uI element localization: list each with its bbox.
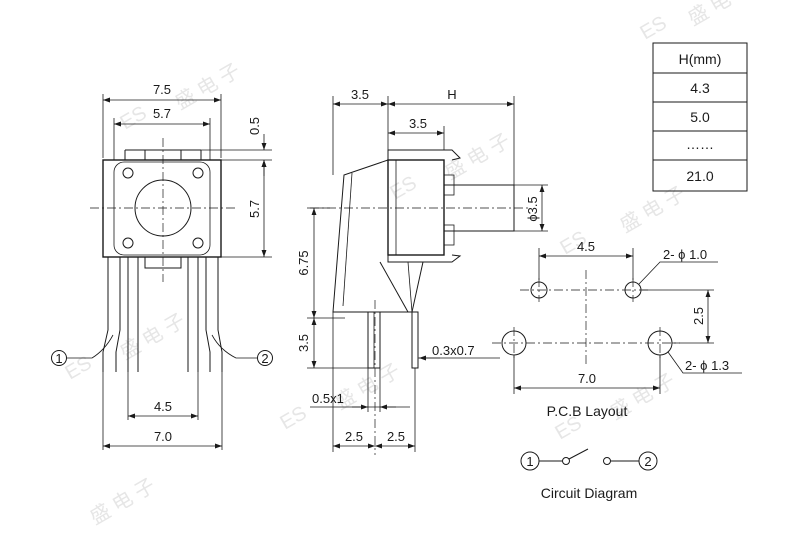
switch-inner-outline bbox=[113, 161, 211, 256]
pin-left-outer bbox=[115, 257, 121, 372]
side-detent bbox=[443, 174, 455, 196]
pin-2-marker bbox=[257, 350, 273, 366]
watermark-cn: 盛 电 子 bbox=[171, 59, 244, 114]
pcb-layout-title: P.C.B Layout bbox=[547, 403, 628, 419]
dim-center-height: 6.75 bbox=[296, 250, 311, 275]
pcb-layout: 4.5 2- ϕ 1.0 2.5 7.0 2- ϕ 1.3 P.C.B Layo… bbox=[492, 239, 742, 419]
side-bracket-edge bbox=[407, 261, 413, 313]
watermark-cn: 盛 电 子 bbox=[684, 0, 757, 30]
pin-1-marker bbox=[51, 350, 67, 366]
table-cell: …… bbox=[686, 136, 714, 152]
pin-2-leader bbox=[211, 334, 257, 359]
circuit-pin-2-marker bbox=[638, 451, 658, 471]
dim-spacing-a: 2.5 bbox=[345, 429, 363, 444]
table-cell: 21.0 bbox=[686, 168, 713, 184]
watermark-cn: 盛 电 子 bbox=[86, 474, 159, 529]
dim-plunger-dia: ϕ3.5 bbox=[525, 196, 540, 221]
side-bracket-edge bbox=[379, 261, 409, 313]
dim-pcb-row-spacing: 2.5 bbox=[691, 307, 706, 325]
circuit-diagram: 1 2 Circuit Diagram bbox=[520, 448, 658, 501]
side-lead bbox=[411, 311, 419, 369]
side-bracket-edge bbox=[342, 172, 353, 307]
circuit-switch-arm bbox=[568, 448, 589, 460]
watermark-text: ES bbox=[637, 12, 671, 44]
pin-right-outer bbox=[205, 257, 211, 372]
corner-hole bbox=[122, 237, 134, 249]
side-snap-top bbox=[387, 149, 461, 161]
circuit-contact bbox=[562, 457, 570, 465]
hole-large-label: 2- ϕ 1.3 bbox=[685, 358, 729, 373]
dim-spacing-b: 2.5 bbox=[387, 429, 405, 444]
watermark-text: ES bbox=[277, 402, 311, 434]
dim-pcb-pitch-large: 7.0 bbox=[578, 371, 596, 386]
table-cell: 5.0 bbox=[690, 109, 710, 125]
side-view: 3.5 H 3.5 ϕ3.5 6.75 3.5 0.3x0.7 0.5x1 bbox=[296, 87, 548, 455]
dim-body-depth: 3.5 bbox=[409, 116, 427, 131]
circuit-diagram-title: Circuit Diagram bbox=[541, 485, 637, 501]
switch-body-outline bbox=[102, 159, 222, 258]
front-view: 7.5 5.7 0.5 5.7 4.5 7.0 1 2 bbox=[51, 82, 273, 450]
watermark-text: ES bbox=[117, 102, 151, 134]
dim-width-total: 7.5 bbox=[153, 82, 171, 97]
dim-pin-pitch-outer: 7.0 bbox=[154, 429, 172, 444]
dim-pcb-pitch-small: 4.5 bbox=[577, 239, 595, 254]
dim-height-body: 5.7 bbox=[247, 200, 262, 218]
pin-right-outer bbox=[217, 257, 223, 372]
circuit-pin-2-label: 2 bbox=[644, 454, 651, 469]
dim-lead-size: 0.3x0.7 bbox=[432, 343, 475, 358]
dim-width-inner: 5.7 bbox=[153, 106, 171, 121]
table-cell: 4.3 bbox=[690, 80, 710, 96]
watermark-cn: 盛 电 子 bbox=[116, 309, 189, 364]
dim-left-offset: 3.5 bbox=[351, 87, 369, 102]
watermark-cn: 盛 电 子 bbox=[441, 129, 514, 184]
dim-pin-pitch-inner: 4.5 bbox=[154, 399, 172, 414]
circuit-pin-1-label: 1 bbox=[526, 454, 533, 469]
bottom-tab bbox=[144, 257, 182, 269]
hole-small-label: 2- ϕ 1.0 bbox=[663, 247, 707, 262]
pin-1-leader bbox=[67, 334, 114, 359]
corner-hole bbox=[192, 167, 204, 179]
dim-top-offset: 0.5 bbox=[247, 117, 262, 135]
table-outline bbox=[652, 42, 748, 192]
dim-lead-length: 3.5 bbox=[296, 334, 311, 352]
side-snap-bottom bbox=[387, 254, 462, 263]
pin-left-outer bbox=[102, 257, 109, 372]
table-header: H(mm) bbox=[679, 51, 722, 67]
side-detent bbox=[443, 224, 455, 246]
dim-pin-size: 0.5x1 bbox=[312, 391, 344, 406]
h-value-table: H(mm) 4.3 5.0 …… 21.0 bbox=[652, 42, 748, 192]
pin-2-label: 2 bbox=[261, 351, 268, 366]
corner-hole bbox=[122, 167, 134, 179]
pin-1-label: 1 bbox=[55, 351, 62, 366]
hole-small-leader bbox=[638, 261, 718, 285]
corner-hole bbox=[192, 237, 204, 249]
circuit-contact bbox=[603, 457, 611, 465]
dim-height-label: H bbox=[447, 87, 456, 102]
hole-large-leader bbox=[667, 351, 742, 374]
watermark-text: ES bbox=[387, 172, 421, 204]
